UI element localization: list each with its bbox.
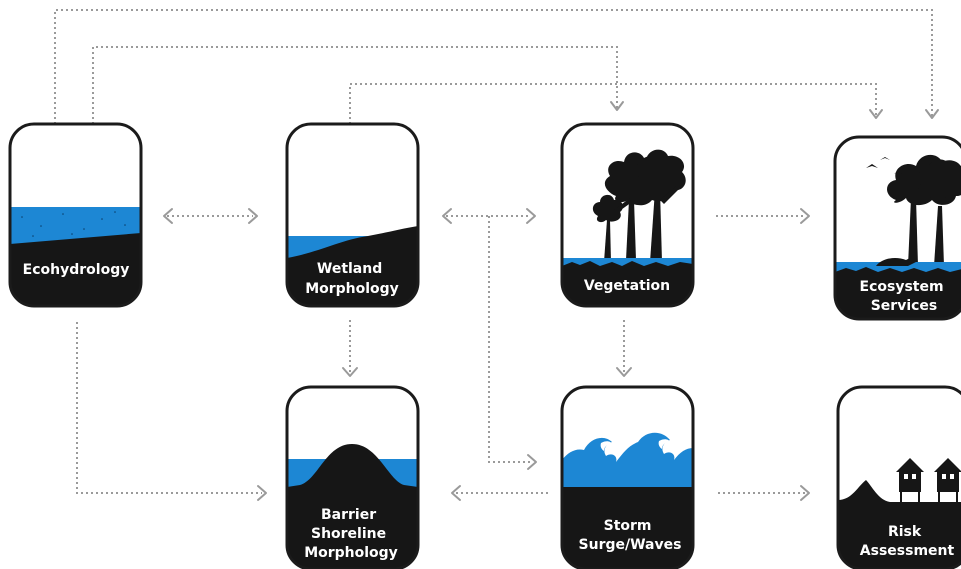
water-layer [562,258,693,268]
node-label-line: Vegetation [584,278,670,294]
node-label-line: Morphology [305,281,399,297]
connector-ecohydrology-to-vegetation [92,46,618,124]
node-label-line: Surge/Waves [579,537,682,553]
connectors [54,9,939,501]
stilt-house-icon [896,458,961,504]
node-storm-surge-waves: Storm Surge/Waves [560,385,695,569]
node-label: Ecohydrology [23,262,130,278]
ground-layer [287,444,418,569]
arrowhead [342,367,358,377]
node-label: Risk Assessment [860,524,955,559]
ground-layer [287,226,418,306]
node-label-line: Assessment [860,543,955,559]
arrowhead [800,485,810,501]
node-label: Vegetation [584,278,670,294]
node-ecosystem-services: Ecosystem Services [833,135,961,321]
arrowhead [925,109,939,119]
node-label-line: Storm [604,518,652,534]
node-label-line: Risk [888,524,922,540]
grass-layer [562,261,693,306]
node-risk-assessment: Risk Assessment [836,385,961,569]
node-wetland-morphology: Wetland Morphology [285,122,420,308]
node-label-line: Morphology [304,545,398,561]
connector-wetland-vegetation-to-storm-surge [488,216,532,463]
arrowhead [616,367,632,377]
connector-wetland-to-ecosystem-services [349,83,877,124]
ground-layer [10,233,141,306]
node-vegetation: Vegetation [560,122,695,308]
node-label-line: Ecosystem [860,279,944,295]
node-label-line: Wetland [317,261,382,277]
arrowhead [442,208,452,224]
node-label: Ecosystem Services [860,279,949,314]
arrowhead [527,454,537,470]
arrowhead [257,485,267,501]
tree-silhouette-icon [592,149,686,262]
arrowhead [526,208,536,224]
node-ecohydrology: Ecohydrology [8,122,143,308]
node-label-line: Barrier [321,507,376,523]
tree-silhouette-icon [887,155,961,266]
connector-ecohydrology-to-barrier [76,322,262,494]
node-label-line: Services [871,298,938,314]
node-label-line: Shoreline [311,526,386,542]
wave-crest-highlight [600,439,670,451]
node-barrier-shoreline-morphology: Barrier Shoreline Morphology [285,385,420,569]
bird-icon [866,157,902,174]
arrowhead [800,208,810,224]
ground-layer [838,480,961,569]
animal-silhouette [876,256,916,266]
node-label-line: Ecohydrology [23,262,130,278]
arrowhead [610,101,624,111]
connector-ecohydrology-to-ecosystem-services [54,9,933,124]
arrowhead [248,208,258,224]
arrowhead [869,109,883,119]
node-label: Barrier Shoreline Morphology [304,507,398,561]
grass-layer [835,267,961,319]
arrowhead [163,208,173,224]
node-label: Storm Surge/Waves [579,518,682,553]
sediment-speckle [21,211,126,237]
ground-layer [562,487,693,569]
node-label: Wetland Morphology [305,261,399,297]
arrowhead [451,485,461,501]
